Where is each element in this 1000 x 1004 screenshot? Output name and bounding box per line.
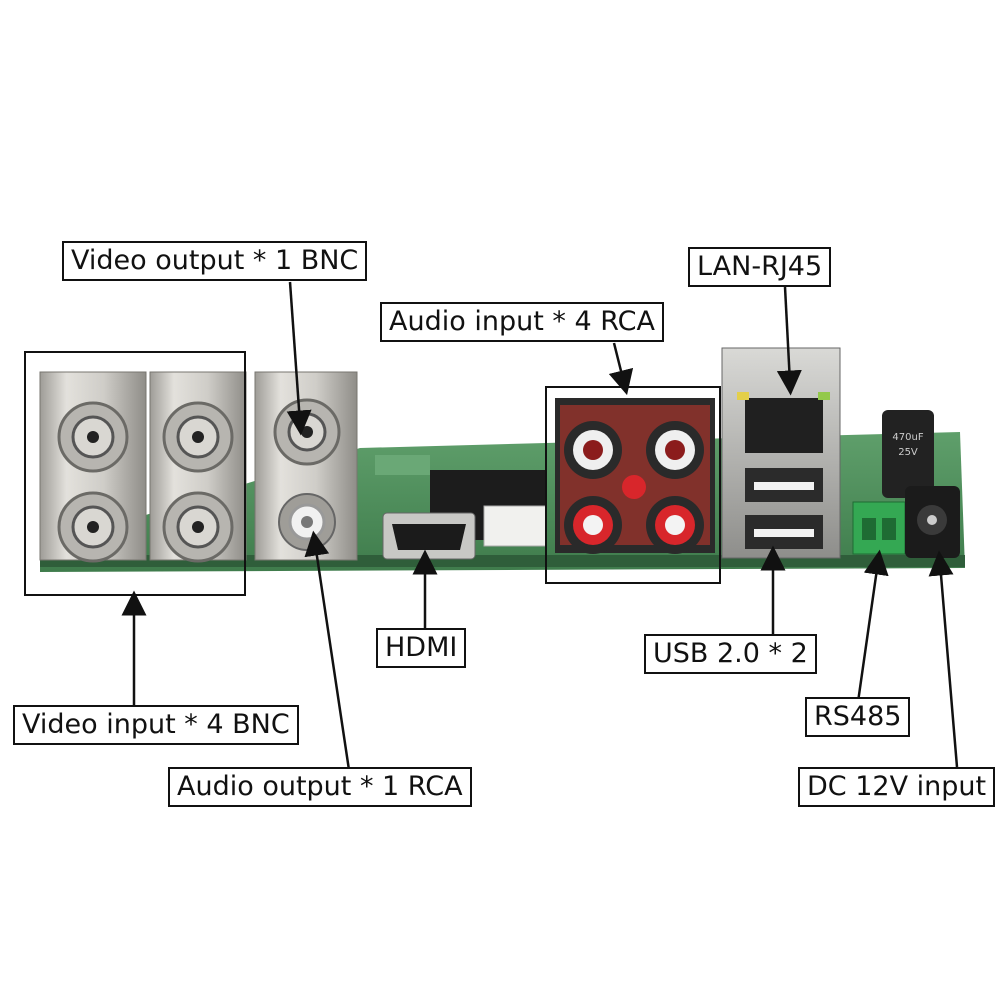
rca-input-jack [646,496,704,554]
bnc-connector [57,401,129,473]
arrow-rs485 [856,549,889,703]
arrow-audio-output [304,530,351,771]
hdmi-port [382,512,476,560]
rca-output-connector [278,493,336,551]
label-video-output: Video output * 1 BNC [62,241,368,281]
bnc-connector [162,491,234,563]
label-hdmi: HDMI [376,628,467,668]
label-rs485: RS485 [805,697,911,737]
usb-port [745,468,823,502]
label-usb: USB 2.0 * 2 [644,634,817,674]
label-lan-rj45: LAN-RJ45 [688,247,832,287]
bnc-connector [162,401,234,473]
white-header-connector [483,505,547,547]
bnc-output-connector [273,398,341,466]
arrow-lan [776,286,802,396]
capacitor-voltage: 25V [898,447,918,458]
bnc-connector [57,491,129,563]
dc-jack [905,486,960,558]
arrow-audio-input [608,342,634,396]
output-module [254,371,358,561]
label-dc-input: DC 12V input [798,767,996,807]
arrow-video-output [286,281,312,436]
label-video-input: Video input * 4 BNC [13,705,299,745]
rca-input-block [555,398,715,554]
label-audio-input: Audio input * 4 RCA [380,302,664,342]
rca-input-jack [564,421,622,479]
pointer-arrows [121,281,959,771]
capacitor-rating: 470uF [892,432,923,443]
arrow-dc-input [928,550,959,768]
label-audio-output: Audio output * 1 RCA [168,767,472,807]
lan-usb-stack [721,347,841,559]
usb-port [745,515,823,549]
rs485-terminal [852,501,906,555]
bnc-input-block [39,371,247,563]
rca-input-jack [564,496,622,554]
rca-input-jack [646,421,704,479]
capacitor: 470uF 25V [882,410,934,498]
